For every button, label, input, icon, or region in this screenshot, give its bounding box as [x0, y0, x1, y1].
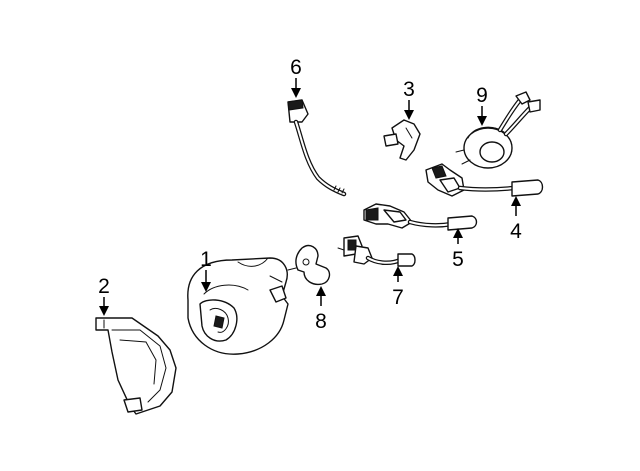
callout-8: 8 — [315, 310, 327, 333]
part-2-bracket — [95, 317, 177, 415]
arrowhead-2 — [99, 306, 109, 316]
callout-9: 9 — [476, 84, 488, 107]
arrowhead-9 — [477, 116, 487, 126]
arrowhead-4 — [511, 196, 521, 206]
callout-3: 3 — [403, 78, 415, 101]
part-3-actuator — [383, 119, 421, 161]
callout-1: 1 — [200, 248, 212, 271]
callout-labels: 1 2 3 4 5 6 7 8 9 — [98, 56, 522, 333]
arrowhead-7 — [393, 266, 403, 276]
callout-7: 7 — [392, 286, 404, 309]
part-6-lever — [287, 99, 347, 197]
leader-lines — [99, 78, 521, 316]
part-8-clip — [287, 244, 331, 286]
arrowhead-6 — [291, 88, 301, 98]
callout-2: 2 — [98, 275, 110, 298]
callout-5: 5 — [452, 248, 464, 271]
part-1-shroud — [187, 257, 289, 355]
part-7-switch — [337, 235, 416, 267]
arrowhead-8 — [316, 286, 326, 296]
arrowhead-1 — [201, 282, 211, 292]
part-9-clockspring — [455, 91, 541, 169]
arrowhead-5 — [453, 228, 463, 238]
callout-4: 4 — [510, 220, 522, 243]
arrowhead-3 — [404, 110, 414, 120]
callout-6: 6 — [290, 56, 302, 79]
part-4-switch — [425, 163, 544, 197]
part-5-switch — [363, 203, 478, 231]
